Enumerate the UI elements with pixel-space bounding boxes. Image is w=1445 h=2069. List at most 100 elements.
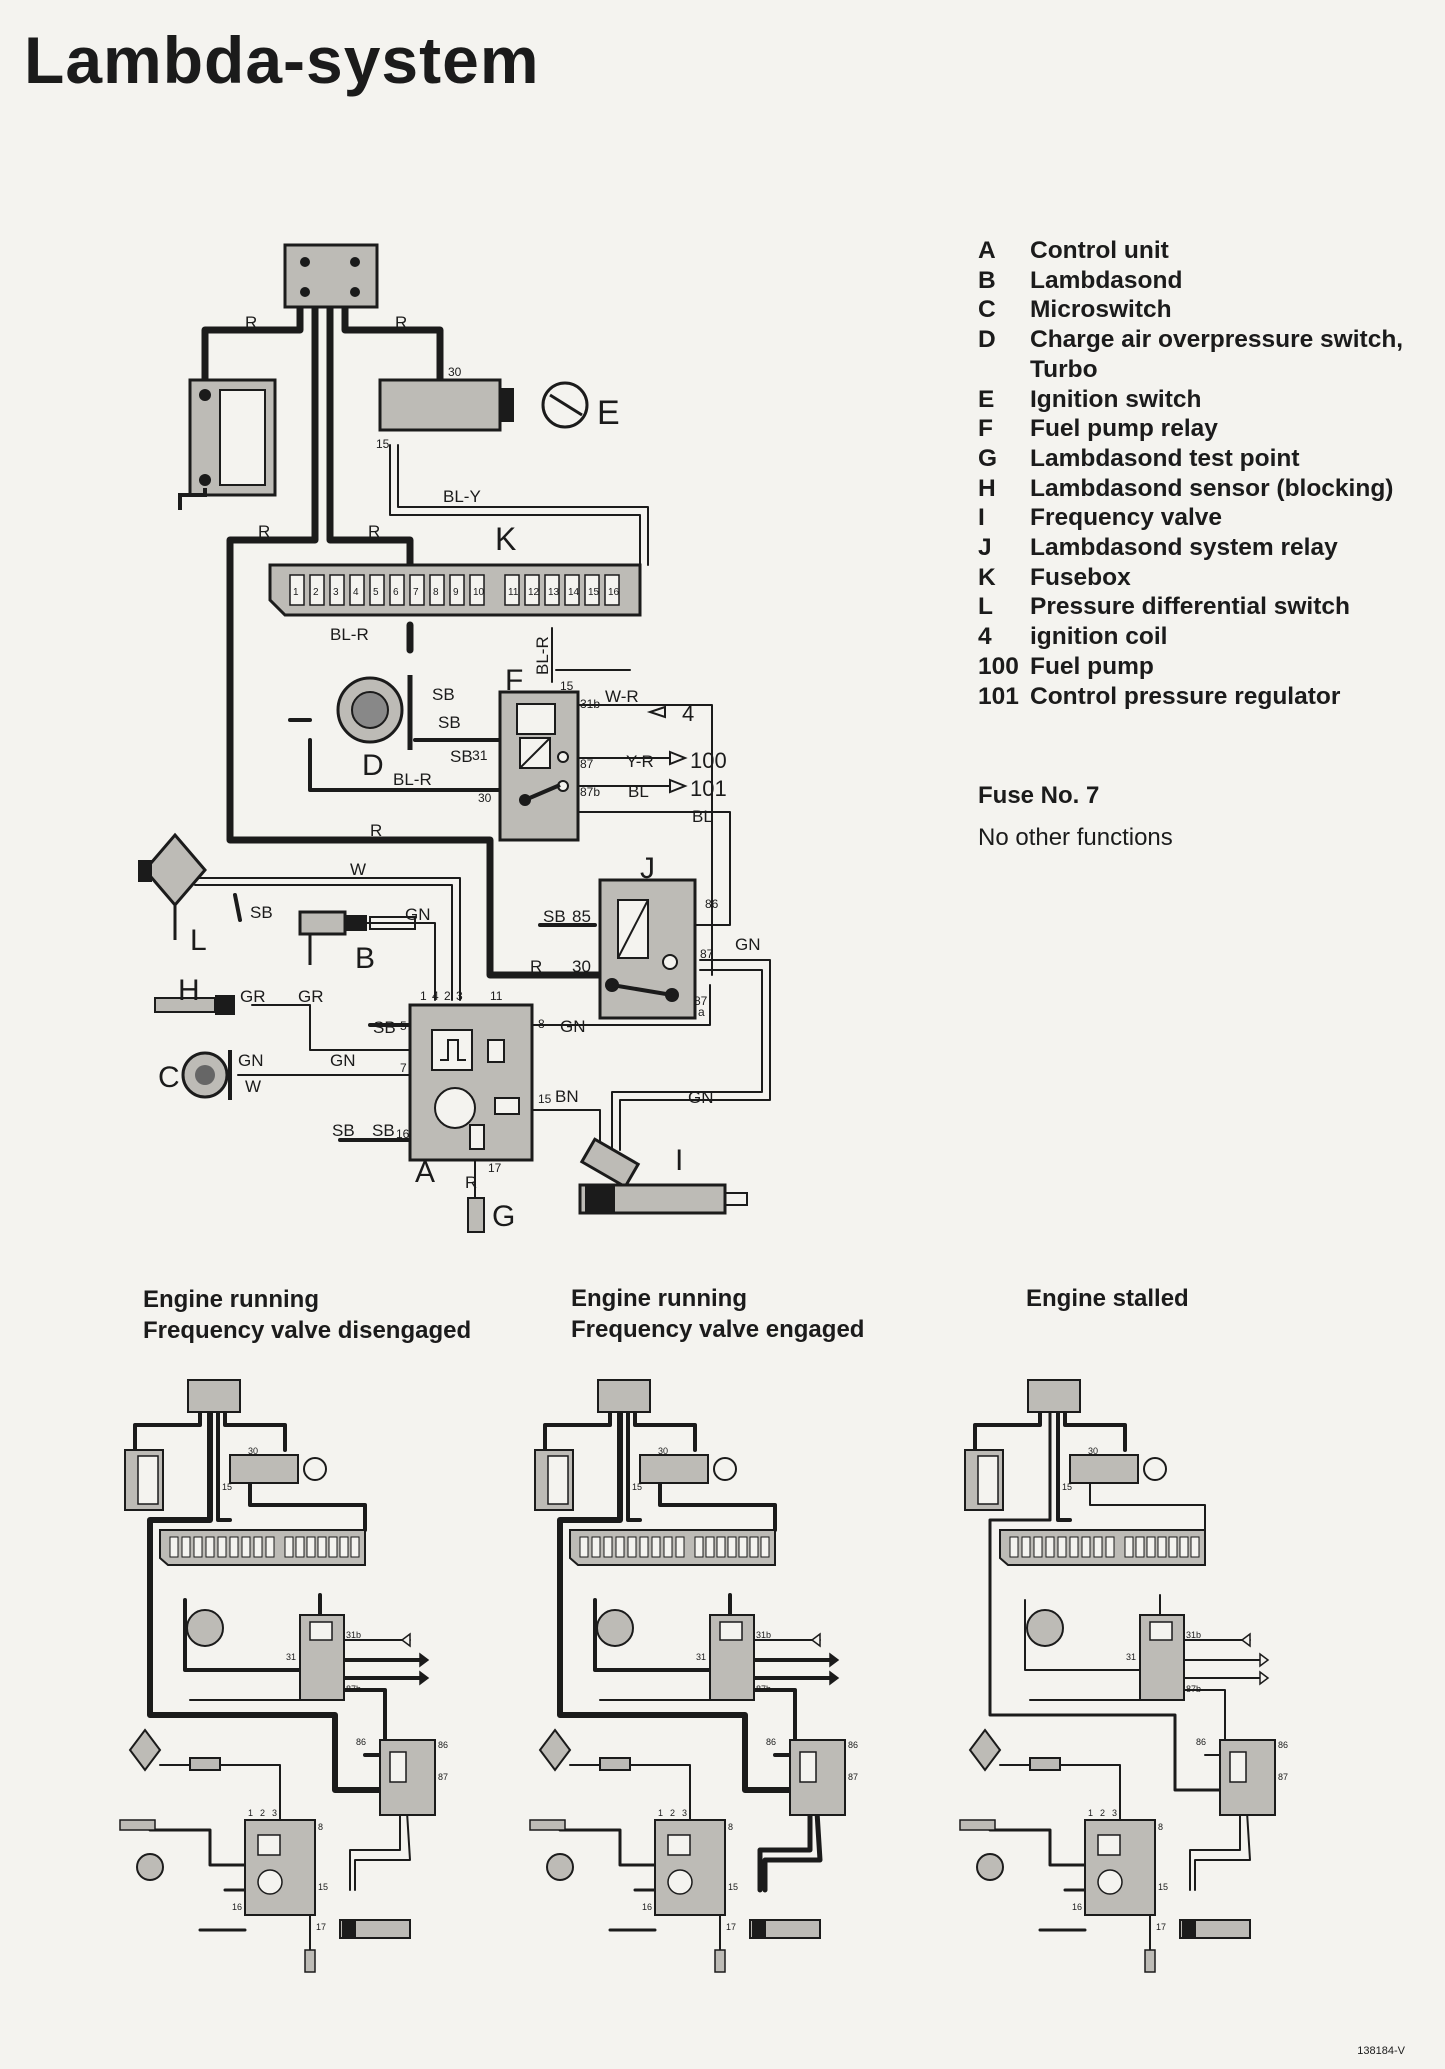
small-terminal-label: 17 — [316, 1922, 326, 1932]
lambdasond-sensor-blocking — [154, 995, 235, 1015]
wire-bly: BL-Y — [443, 487, 481, 506]
fuse-number: 16 — [608, 587, 620, 598]
caption-2-line1: Engine running — [571, 1285, 747, 1312]
small-pressure-switch — [128, 1728, 162, 1772]
legend-code: A — [978, 237, 996, 264]
label-D: D — [362, 749, 384, 782]
wire-r4: R — [368, 522, 380, 541]
small-regulator-arrow — [1259, 1670, 1270, 1686]
small-terminal-label: 15 — [1062, 1482, 1072, 1492]
legend-text: Fuel pump relay — [1030, 415, 1218, 443]
wire-bl2: BL — [692, 807, 713, 826]
label-C: C — [158, 1061, 180, 1094]
fuse-number: 14 — [568, 587, 580, 598]
small-terminal-label: 31b — [756, 1630, 771, 1640]
small-fuse-slot — [705, 1536, 715, 1558]
wire-r1: R — [245, 313, 257, 332]
microswitch — [181, 1050, 232, 1100]
fuse-number: 15 — [588, 587, 600, 598]
small-system-relay — [379, 1739, 436, 1816]
small-terminal-label: 15 — [318, 1882, 328, 1892]
wire-w2: W — [245, 1077, 261, 1096]
small-fuse-slot — [1009, 1536, 1019, 1558]
term-a17: 17 — [488, 1161, 502, 1175]
small-fuse-slot — [229, 1536, 239, 1558]
frequency-valve — [578, 1137, 748, 1215]
caption-2-line2: Frequency valve engaged — [571, 1316, 865, 1343]
fuse-label: Fuse No. 7 — [978, 782, 1100, 809]
small-fuse-slot — [169, 1536, 179, 1558]
small-fuse-slot — [284, 1536, 294, 1558]
legend-text: Control unit — [1030, 237, 1169, 264]
small-fuse-slot — [1105, 1536, 1115, 1558]
small-terminal-label: 87b — [756, 1684, 771, 1694]
fuse-number: 1 — [293, 587, 299, 598]
term-85: 85 — [572, 907, 591, 926]
wire-sb4: SB — [250, 903, 273, 922]
wire-sb3: SB — [450, 747, 473, 766]
term-15a: 15 — [376, 437, 390, 451]
small-fuse-slot — [1021, 1536, 1031, 1558]
lambdasond-system-relay — [598, 878, 697, 1020]
small-fuse-slot — [217, 1536, 227, 1558]
term-a4: 4 — [432, 989, 439, 1003]
small-coil-arrow — [810, 1632, 821, 1648]
wire-sb2: SB — [438, 713, 461, 732]
fuse-slot — [329, 574, 345, 606]
small-pump-arrow — [829, 1652, 840, 1668]
small-fuse-slot — [615, 1536, 625, 1558]
legend-text: Fuel pump — [1030, 652, 1154, 680]
small-system-relay — [1219, 1739, 1276, 1816]
fuse-slot — [544, 574, 560, 606]
term-31: 31 — [472, 747, 488, 763]
small-terminal-label: 87 — [438, 1772, 448, 1782]
small-pump-arrow — [419, 1652, 430, 1668]
small-pressure-switch — [968, 1728, 1002, 1772]
fuse-slot — [289, 574, 305, 606]
small-terminal-label: 86 — [356, 1737, 366, 1747]
small-regulator-arrow — [419, 1670, 430, 1686]
wire-gn4: GN — [688, 1088, 714, 1107]
small-terminal-label: 8 — [1158, 1822, 1163, 1832]
pressure-differential-switch — [138, 832, 207, 940]
small-fuse-slot — [241, 1536, 251, 1558]
wire-gn1: GN — [405, 905, 431, 924]
wire-r6: R — [530, 957, 542, 976]
wire-sb7: SB — [332, 1121, 355, 1140]
term-31b: 31b — [580, 697, 600, 711]
label-I: I — [675, 1144, 683, 1177]
coil-arrow — [646, 705, 666, 719]
small-fuse-slot — [738, 1536, 748, 1558]
legend-code: K — [978, 563, 996, 591]
small-terminal-label: 2 — [670, 1808, 675, 1818]
fuse-slot — [429, 574, 445, 606]
small-terminal-label: 31b — [346, 1630, 361, 1640]
arrow-label-pump: 100 — [690, 748, 727, 773]
wire-gr2: GR — [298, 987, 324, 1006]
fuse-number: 7 — [413, 587, 419, 598]
fuse-slot — [604, 574, 620, 606]
small-fuse-slot — [1135, 1536, 1145, 1558]
small-fuse-slot — [265, 1536, 275, 1558]
fuse-slot — [504, 574, 520, 606]
term-a1: 1 — [420, 989, 427, 1003]
image-code: 138184-V — [1357, 2045, 1405, 2057]
legend-text: Pressure differential switch — [1030, 593, 1350, 621]
label-K: K — [495, 521, 516, 557]
term-87j: 87 — [700, 947, 714, 961]
term-15f: 15 — [560, 679, 574, 693]
small-fuse-slot — [253, 1536, 263, 1558]
small-fuse-slot — [1057, 1536, 1067, 1558]
small-terminal-label: 1 — [248, 1808, 253, 1818]
legend-text: Charge air overpressure switch, — [1030, 326, 1404, 354]
fuse-number: 13 — [548, 587, 560, 598]
small-terminal-label: 2 — [1100, 1808, 1105, 1818]
legend-code: 101 — [978, 682, 1019, 710]
small-terminal-label: 31b — [1186, 1630, 1201, 1640]
